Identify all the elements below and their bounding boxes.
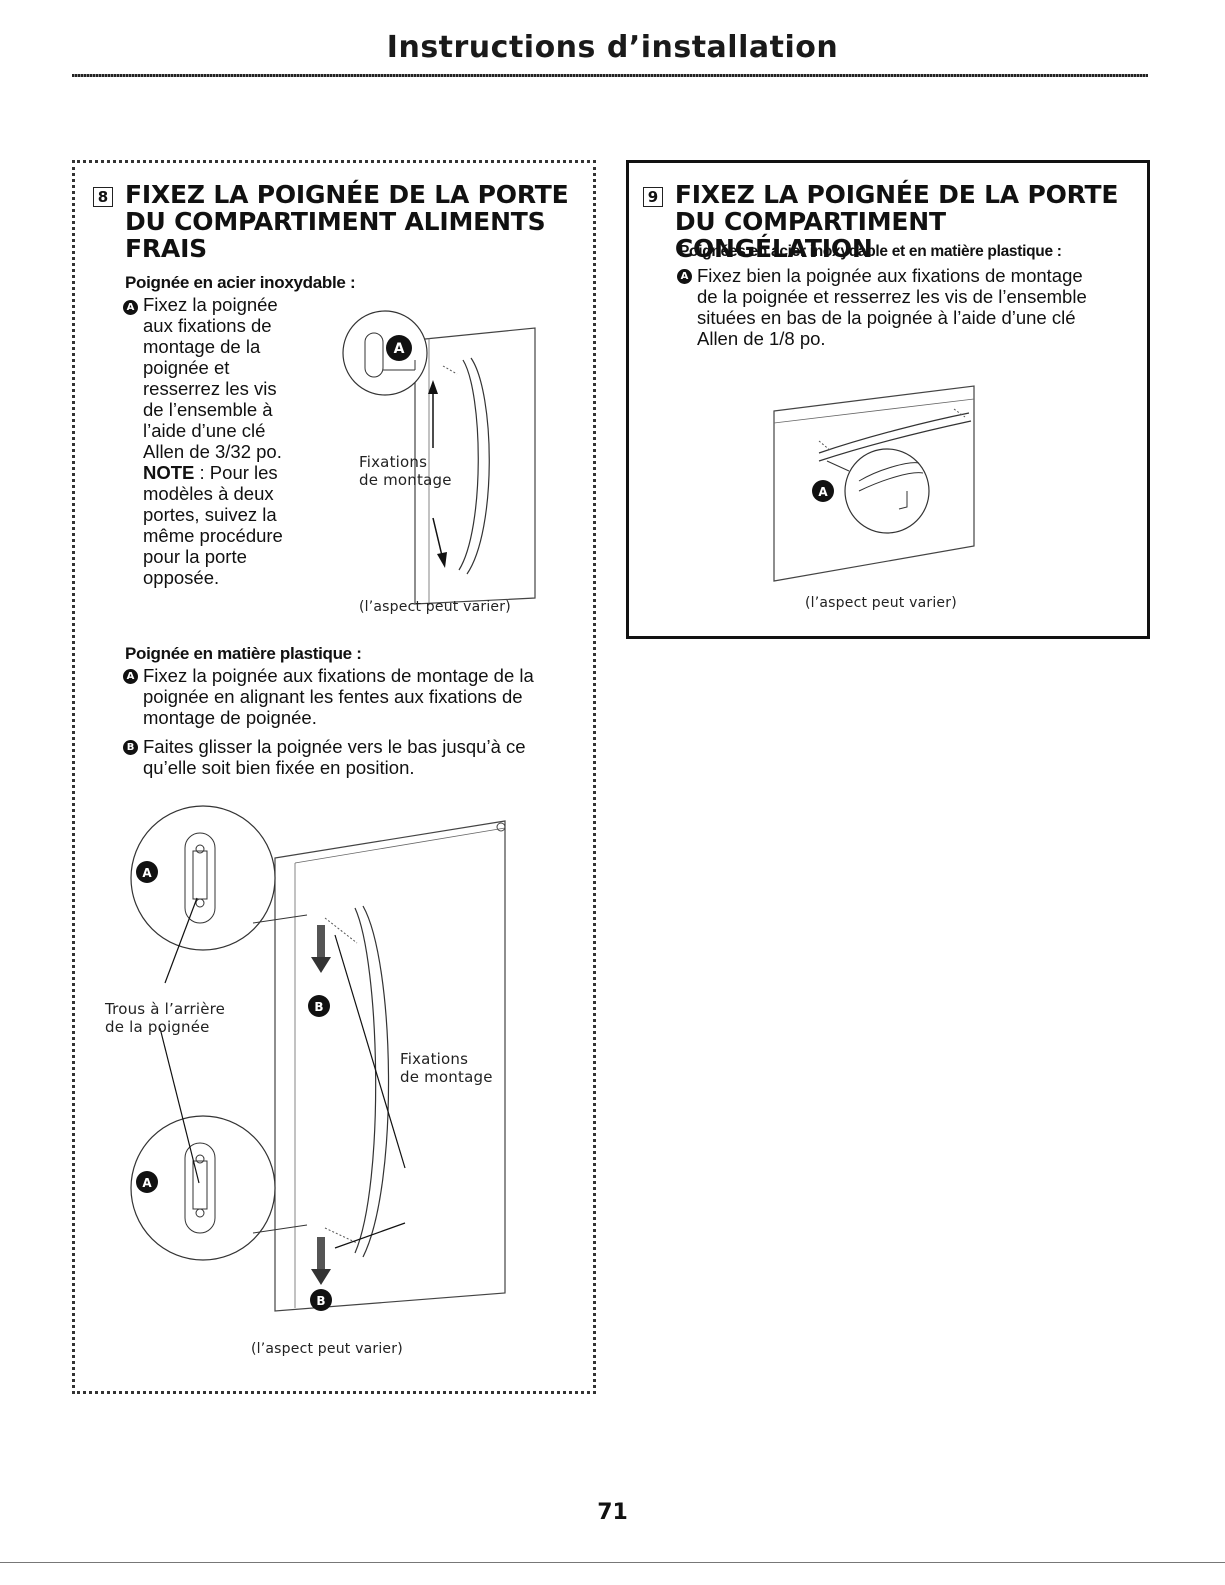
- diagram-marker-a: A: [394, 341, 405, 357]
- step-8-title-line: FRAIS: [125, 234, 207, 263]
- plastic-instruction-b: B Faites glisser la poignée vers le bas …: [123, 736, 583, 778]
- note-line: pour la porte: [143, 546, 247, 567]
- instruction-line: l’aide d’une clé: [143, 420, 266, 441]
- step-9-title-line: DU COMPARTIMENT CONGÉLATION: [674, 207, 946, 263]
- mounts-label: Fixations de montage: [400, 1050, 493, 1086]
- diagram-marker-a: A: [818, 485, 828, 499]
- page-title: Instructions d’installation: [386, 30, 839, 65]
- note-label: NOTE: [143, 462, 195, 483]
- marker-a-icon: A: [123, 669, 138, 684]
- step-9-title: FIXEZ LA POIGNÉE DE LA PORTE DU COMPARTI…: [675, 181, 1147, 262]
- diagram-marker-b: B: [316, 1294, 325, 1308]
- stainless-instructions: A Fixez la poignée aux fixations de monta…: [123, 294, 363, 588]
- instruction-line: resserrez les vis: [143, 378, 277, 399]
- instruction-line: Fixez la poignée: [143, 294, 278, 315]
- step-8-panel: 8 FIXEZ LA POIGNÉE DE LA PORTE DU COMPAR…: [72, 160, 596, 1394]
- marker-a-icon: A: [123, 300, 138, 315]
- note-line: même procédure: [143, 525, 283, 546]
- step-9-caption: (l’aspect peut varier): [805, 595, 957, 611]
- diagram-marker-b: B: [314, 1000, 323, 1014]
- step-8-title-line: DU COMPARTIMENT ALIMENTS: [125, 207, 546, 236]
- title-rule: [72, 74, 1148, 77]
- note-line: modèles à deux: [143, 483, 274, 504]
- step-8-number: 8: [93, 187, 113, 207]
- instruction-line: montage de la: [143, 336, 261, 357]
- diagram-marker-a: A: [142, 866, 152, 880]
- step-8-header: 8 FIXEZ LA POIGNÉE DE LA PORTE DU COMPAR…: [93, 180, 569, 263]
- stainless-caption: (l’aspect peut varier): [359, 599, 511, 615]
- step-9-number: 9: [643, 187, 663, 207]
- step-8-title: FIXEZ LA POIGNÉE DE LA PORTE DU COMPARTI…: [125, 180, 569, 263]
- bottom-rule: [0, 1562, 1225, 1563]
- freezer-handle-illustration: A: [773, 385, 975, 582]
- plastic-heading: Poignée en matière plastique :: [125, 644, 362, 663]
- stainless-handle-illustration: A: [342, 310, 536, 605]
- instruction-line: poignée et: [143, 357, 230, 378]
- note-line: opposée.: [143, 567, 220, 588]
- plastic-caption: (l’aspect peut varier): [251, 1341, 403, 1357]
- page-number: 71: [597, 1500, 628, 1525]
- plastic-handle-illustration: A B A B: [130, 805, 506, 1312]
- plastic-instruction-a: A Fixez la poignée aux fixations de mont…: [123, 665, 583, 728]
- step-9-header: 9 FIXEZ LA POIGNÉE DE LA PORTE DU COMPAR…: [643, 181, 1147, 262]
- note-line: portes, suivez la: [143, 504, 277, 525]
- step-9-title-line: FIXEZ LA POIGNÉE DE LA PORTE: [674, 180, 1119, 209]
- marker-b-icon: B: [123, 740, 138, 755]
- diagram-marker-a: A: [142, 1176, 152, 1190]
- stainless-heading: Poignée en acier inoxydable :: [125, 273, 356, 292]
- marker-a-icon: A: [677, 269, 692, 284]
- step-9-heading: Poignées en acier inoxydable et en matiè…: [679, 243, 1062, 260]
- step-9-instruction: A Fixez bien la poignée aux fixations de…: [677, 265, 1137, 349]
- step-8-title-line: FIXEZ LA POIGNÉE DE LA PORTE: [125, 180, 569, 209]
- instruction-line: aux fixations de: [143, 315, 272, 336]
- step-9-panel: 9 FIXEZ LA POIGNÉE DE LA PORTE DU COMPAR…: [626, 160, 1150, 639]
- holes-label: Trous à l’arrière de la poignée: [105, 1000, 226, 1036]
- instruction-line: de l’ensemble à: [143, 399, 273, 420]
- mounting-label: Fixations de montage: [359, 453, 452, 489]
- instruction-line: Allen de 3/32 po.: [143, 441, 282, 462]
- note-line: NOTE : Pour les: [143, 462, 278, 483]
